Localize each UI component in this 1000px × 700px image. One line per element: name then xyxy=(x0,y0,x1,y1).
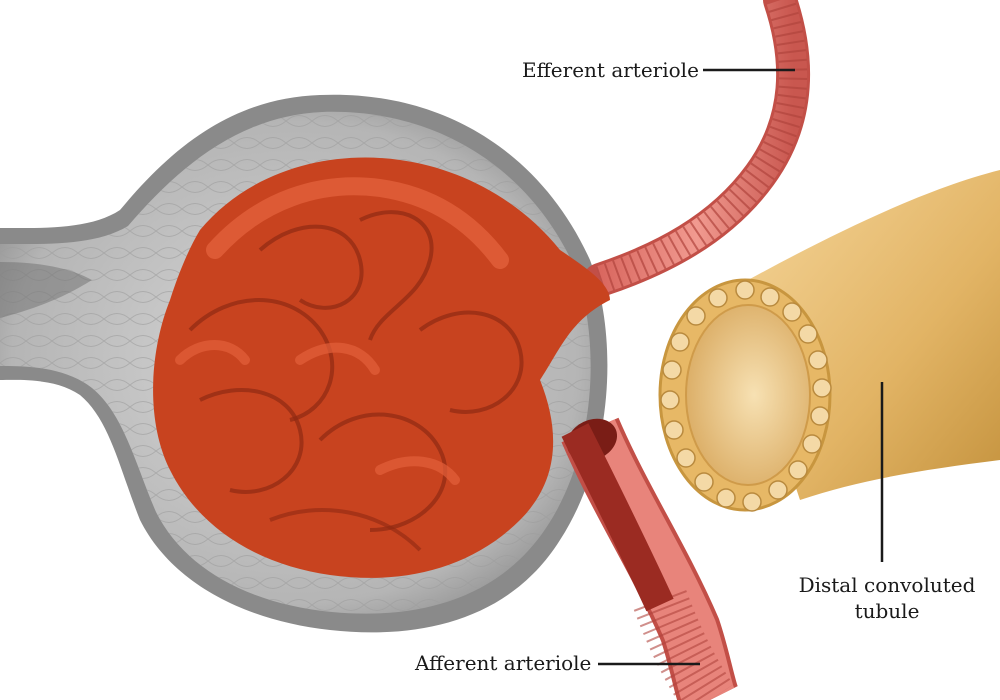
distal-convoluted-tubule xyxy=(658,170,1000,512)
afferent-arteriole-label: Afferent arteriole xyxy=(415,651,592,675)
efferent-arteriole xyxy=(583,0,811,297)
tubule-cells xyxy=(660,280,832,512)
afferent-arteriole xyxy=(561,417,739,700)
distal-convoluted-tubule-label: Distal convoluted tubule xyxy=(798,573,976,623)
leader-lines xyxy=(598,68,884,666)
glomerulus xyxy=(153,157,610,578)
efferent-arteriole-label: Efferent arteriole xyxy=(522,58,699,82)
